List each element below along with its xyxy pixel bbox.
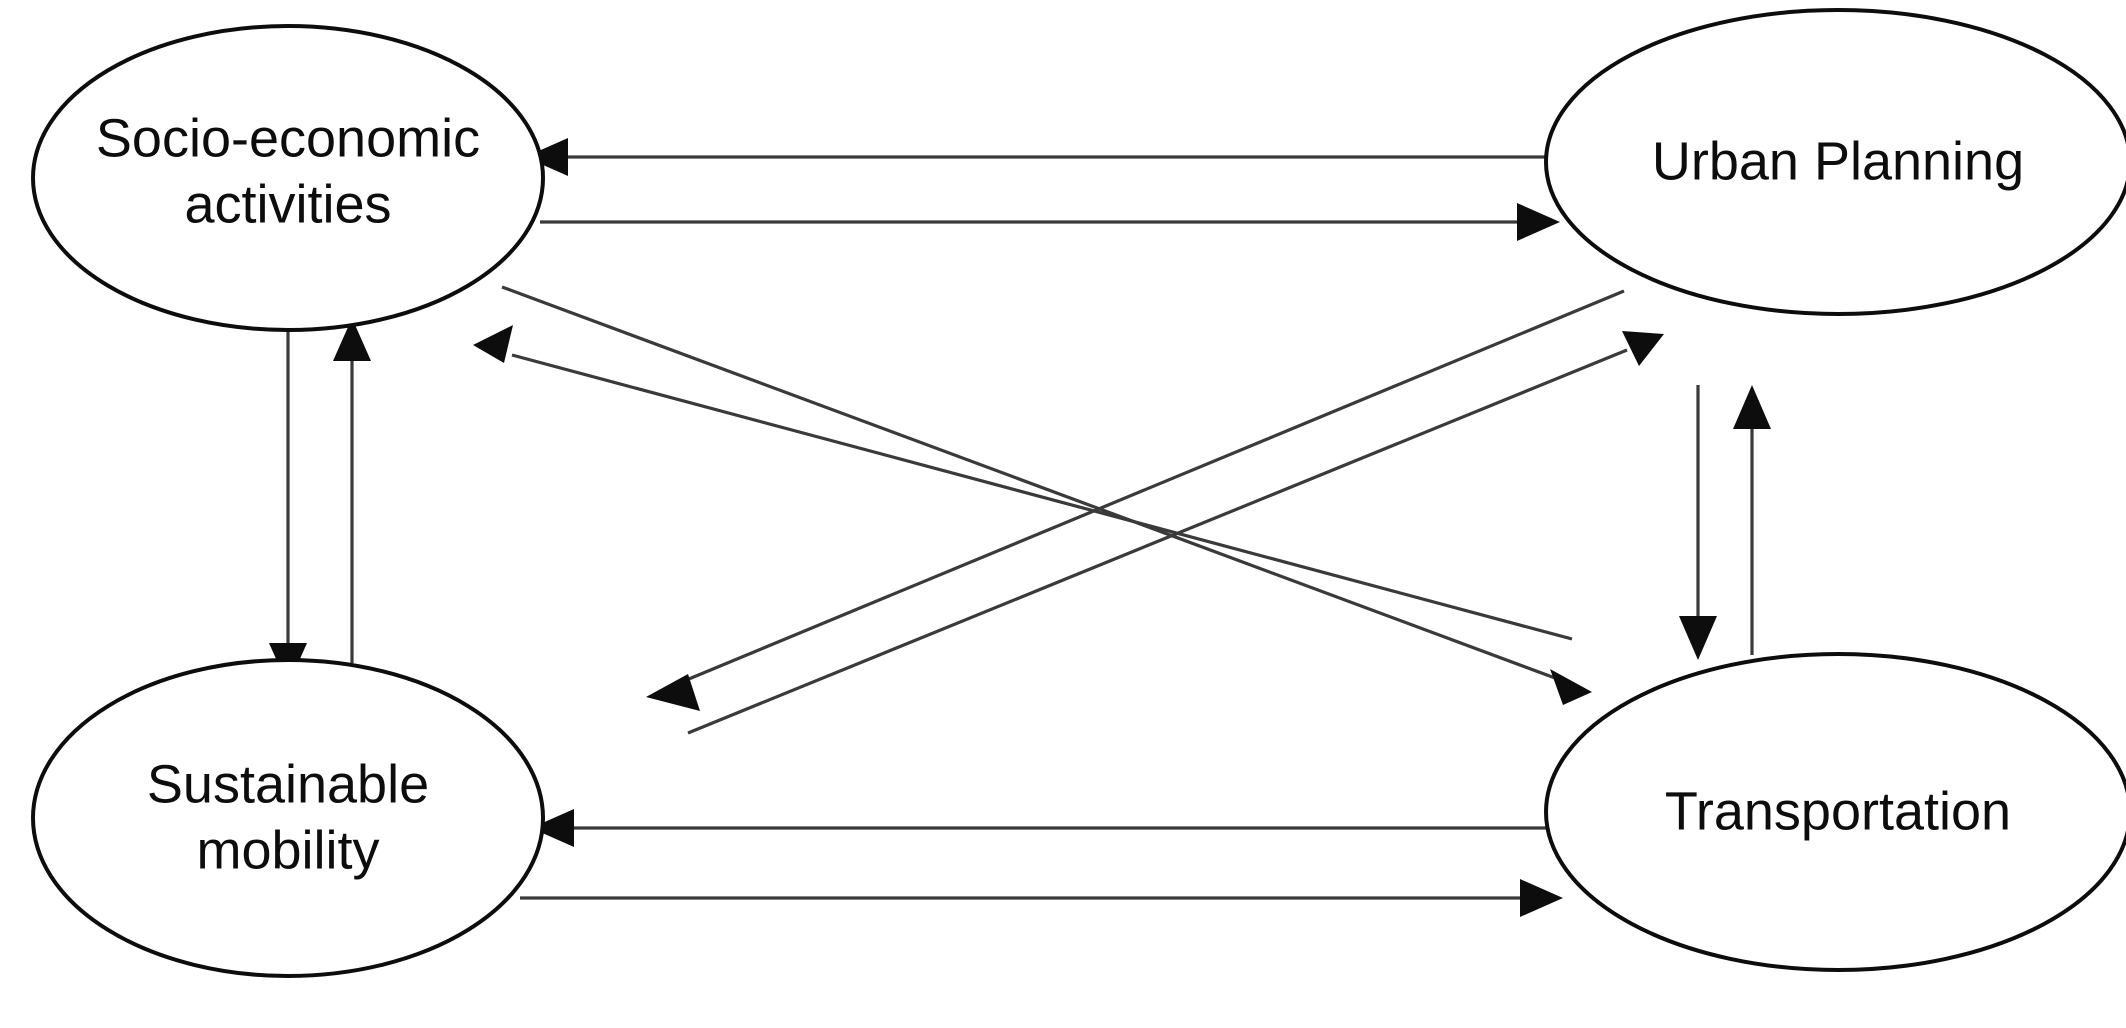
node-urban-planning[interactable]: Urban Planning (1544, 8, 2126, 316)
socio-economic-activities-label-line1: Socio-economic (96, 108, 480, 168)
edge-sustainable-to-urban-line (687, 348, 1628, 735)
node-transportation[interactable]: Transportation (1544, 652, 2126, 972)
edge-transport-to-sustainable-arrowhead (531, 809, 574, 847)
edge-urban-to-transport (1679, 385, 1717, 660)
edge-socio-to-urban-arrowhead (1517, 203, 1560, 241)
edge-sustainable-to-transport (520, 879, 1563, 917)
edge-urban-to-sustainable (646, 289, 1625, 711)
node-socio-economic-activities[interactable]: Socio-economic activities (31, 24, 545, 332)
edge-transport-to-sustainable (531, 809, 1549, 847)
edge-socio-to-sustainable (269, 332, 307, 686)
edge-urban-to-transport-arrowhead (1679, 616, 1717, 660)
node-sustainable-mobility[interactable]: Sustainable mobility (31, 658, 545, 978)
edge-transport-to-socio-arrowhead (473, 325, 513, 363)
edge-socio-to-urban (540, 203, 1560, 241)
edge-sustainable-to-urban-arrowhead (1622, 331, 1664, 366)
sustainable-mobility-label-line2: mobility (196, 820, 379, 880)
edge-urban-to-sustainable-line (683, 289, 1625, 683)
edge-transport-to-urban-arrowhead (1733, 385, 1771, 429)
urban-planning-label-line1: Urban Planning (1652, 131, 2024, 191)
transportation-ellipse[interactable] (1544, 652, 2126, 972)
edge-socio-to-transport (501, 285, 1592, 705)
edge-socio-to-transport-arrowhead (1550, 669, 1592, 705)
edge-sustainable-to-socio-arrowhead (333, 318, 371, 361)
edge-transport-to-socio-line (511, 353, 1573, 641)
edge-transport-to-socio (473, 325, 1573, 641)
socio-economic-activities-ellipse[interactable] (31, 24, 545, 332)
urban-planning-ellipse[interactable] (1544, 8, 2126, 316)
edge-sustainable-to-socio (333, 318, 371, 663)
edge-sustainable-to-urban (687, 331, 1664, 735)
edge-urban-to-socio-arrowhead (525, 138, 568, 176)
sustainable-mobility-label-line1: Sustainable (147, 754, 429, 814)
socio-economic-activities-label-line2: activities (184, 174, 391, 234)
edge-socio-to-transport-line (501, 285, 1556, 680)
transportation-label-line1: Transportation (1665, 781, 2011, 841)
edge-urban-to-socio (525, 138, 1552, 176)
edge-transport-to-urban (1733, 385, 1771, 655)
edge-sustainable-to-transport-arrowhead (1520, 879, 1563, 917)
edge-urban-to-sustainable-arrowhead (646, 674, 700, 711)
sustainable-mobility-ellipse[interactable] (31, 658, 545, 978)
